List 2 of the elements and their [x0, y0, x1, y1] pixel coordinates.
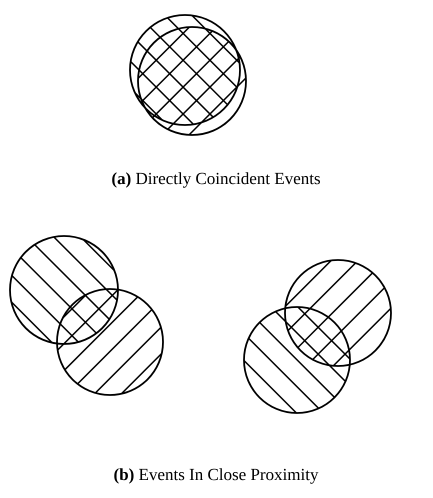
caption: (b) Events In Close Proximity [114, 468, 318, 484]
caption: (a) Directly Coincident Events [112, 172, 320, 188]
